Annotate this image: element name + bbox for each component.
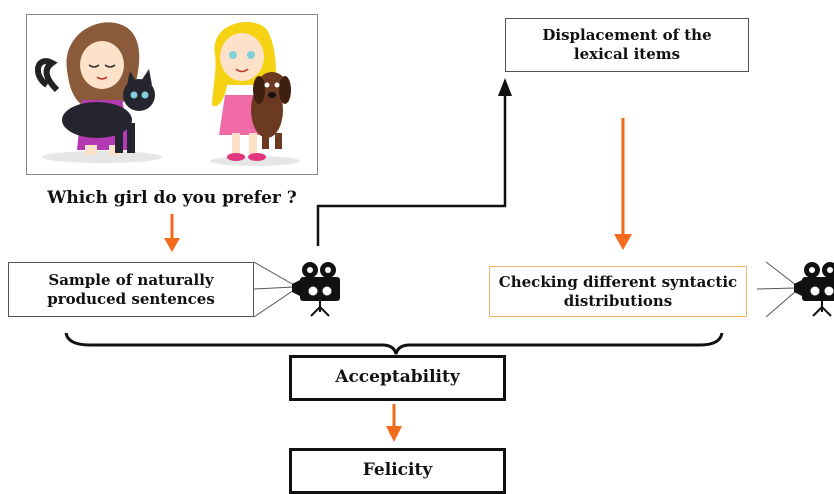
sample-box: Sample of naturally produced sentences	[8, 262, 254, 317]
video-camera-icon	[292, 262, 340, 317]
displacement-box: Displacement of the lexical items	[505, 18, 749, 72]
grouping-brace	[64, 332, 724, 355]
girl-with-dog-icon	[212, 22, 291, 161]
girl-with-cat-icon	[35, 22, 155, 155]
orange-arrow-displacement-to-checking	[614, 118, 632, 250]
checking-label: Checking different syntactic distributio…	[498, 272, 738, 310]
felicity-box: Felicity	[289, 448, 506, 494]
camera-view-lines-2	[756, 261, 797, 318]
illustration-panel	[26, 14, 318, 175]
orange-arrow-acceptability-to-felicity	[386, 404, 402, 442]
felicity-label: Felicity	[362, 460, 433, 481]
checking-box: Checking different syntactic distributio…	[489, 266, 747, 317]
girls-illustration	[35, 22, 300, 166]
displacement-label: Displacement of the lexical items	[542, 26, 712, 63]
sample-label: Sample of naturally produced sentences	[47, 270, 215, 308]
video-camera-icon	[794, 262, 834, 317]
acceptability-box: Acceptability	[289, 355, 506, 401]
black-arrow-to-displacement	[316, 78, 512, 246]
acceptability-label: Acceptability	[335, 367, 460, 388]
camera-view-lines-1	[253, 261, 295, 318]
question-text: Which girl do you prefer ?	[47, 188, 297, 208]
orange-arrow-question-to-sample	[164, 214, 180, 252]
